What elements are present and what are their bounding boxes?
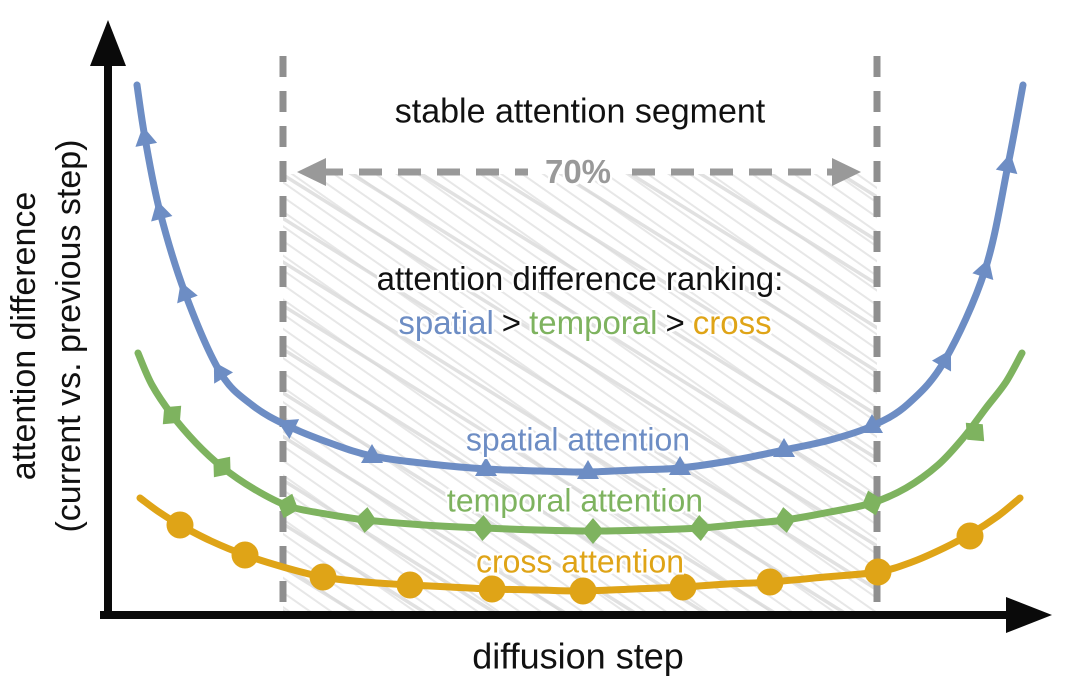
marker-circle-icon: [669, 573, 697, 601]
marker-diamond-icon: [355, 507, 377, 533]
marker-triangle-icon: [861, 414, 883, 433]
marker-diamond-icon: [277, 493, 299, 519]
span-arrow-left-head: [297, 158, 326, 186]
marker-triangle-icon: [277, 419, 300, 439]
marker-diamond-icon: [774, 507, 796, 533]
marker-diamond-icon: [213, 456, 231, 478]
y-axis-label: attention difference (current vs. previo…: [2, 139, 92, 532]
marker-circle-icon: [166, 511, 194, 539]
marker-circle-icon: [569, 577, 597, 605]
x-axis-label: diffusion step: [472, 635, 684, 677]
ranking-line: spatial>temporal>cross: [398, 304, 771, 342]
series-spatial-attention: [133, 81, 1027, 479]
ranking-item-cross: cross: [692, 304, 772, 342]
marker-diamond-icon: [582, 518, 604, 544]
marker-triangle-icon: [361, 444, 383, 463]
ranking-separator: >: [501, 304, 522, 342]
marker-triangle-icon: [972, 258, 994, 281]
marker-triangle-icon: [151, 200, 173, 222]
x-axis-arrowhead-icon: [1006, 597, 1052, 633]
marker-circle-icon: [956, 522, 984, 550]
marker-triangle-icon: [135, 126, 158, 147]
marker-circle-icon: [756, 568, 784, 596]
marker-diamond-icon: [162, 405, 182, 425]
seventy-percent-label: 70%: [544, 153, 612, 191]
marker-diamond-icon: [965, 422, 985, 442]
marker-triangle-icon: [177, 281, 198, 304]
marker-triangle-icon: [931, 349, 952, 372]
marker-triangle-icon: [995, 153, 1018, 175]
seventy-percent-span-arrow: [297, 158, 861, 186]
span-arrow-right-head: [832, 158, 861, 186]
axes: [90, 20, 1052, 633]
marker-circle-icon: [478, 575, 506, 603]
marker-triangle-icon: [213, 361, 234, 384]
marker-triangle-icon: [773, 438, 795, 457]
marker-triangle-icon: [577, 460, 599, 479]
y-axis-label-line1: attention difference: [5, 191, 43, 481]
marker-circle-icon: [309, 563, 337, 591]
series-cross-attention: [136, 494, 1024, 605]
ranking-item-spatial: spatial: [398, 304, 494, 342]
marker-circle-icon: [864, 558, 892, 586]
y-axis-arrowhead-icon: [90, 20, 126, 66]
marker-diamond-icon: [472, 515, 494, 541]
y-axis-label-line2: (current vs. previous step): [50, 139, 88, 533]
ranking-title: attention difference ranking:: [376, 260, 784, 298]
marker-diamond-icon: [861, 490, 883, 516]
marker-diamond-icon: [689, 515, 711, 541]
curve-label-cross: cross attention: [475, 543, 685, 580]
marker-circle-icon: [396, 571, 424, 599]
ranking-item-temporal: temporal: [529, 304, 658, 342]
stable-segment-hatch-texture: [283, 174, 877, 612]
series-temporal-attention: [134, 349, 1026, 544]
marker-triangle-icon: [475, 457, 497, 476]
marker-circle-icon: [231, 541, 259, 569]
curve-label-spatial: spatial attention: [465, 421, 691, 458]
marker-triangle-icon: [669, 456, 691, 475]
ranking-separator: >: [665, 304, 685, 342]
stable-segment-title: stable attention segment: [394, 92, 766, 131]
curve-spatial: [133, 81, 1027, 476]
curve-label-temporal: temporal attention: [446, 482, 704, 519]
